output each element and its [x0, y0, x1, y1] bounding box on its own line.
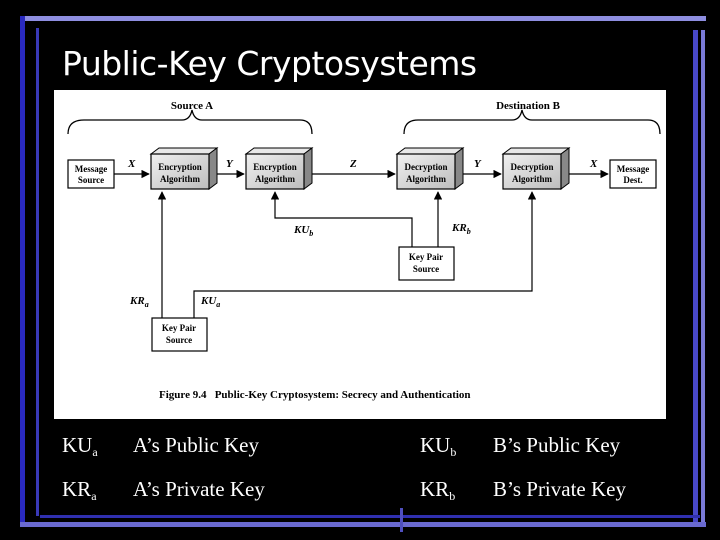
svg-text:Source: Source	[166, 335, 192, 345]
figure-caption: Figure 9.4 Public-Key Cryptosystem: Secr…	[159, 389, 471, 401]
destination-label: Destination B	[496, 100, 561, 112]
decryption-algorithm-box-1: Decryption Algorithm	[395, 147, 465, 190]
legend-key-kub: KUb	[420, 433, 457, 459]
frame-bar-bottom-divider	[400, 508, 403, 532]
legend-key-kua: KUa	[62, 433, 98, 459]
message-dest-box: Message Dest.	[609, 159, 657, 189]
legend-desc-kub: B’s Public Key	[493, 433, 621, 457]
frame-bar-bottom	[20, 522, 706, 527]
svg-text:Algorithm: Algorithm	[512, 174, 552, 184]
var-x2: X	[589, 158, 598, 170]
frame-bar-right-outer	[701, 30, 705, 526]
svg-text:Encryption: Encryption	[158, 162, 202, 172]
var-y2: Y	[474, 158, 482, 170]
key-pair-source-b-box: Key Pair Source	[398, 246, 455, 281]
encryption-algorithm-box-1: Encryption Algorithm	[149, 147, 219, 190]
destination-brace	[403, 109, 661, 135]
var-x1: X	[127, 158, 136, 170]
svg-text:Decryption: Decryption	[511, 162, 554, 172]
svg-text:Encryption: Encryption	[253, 162, 297, 172]
frame-bar-right	[693, 30, 698, 526]
legend-desc-kra: A’s Private Key	[133, 477, 265, 501]
frame-bar-top	[20, 16, 706, 21]
svg-text:Message: Message	[75, 164, 108, 174]
svg-text:Source: Source	[413, 264, 439, 274]
encryption-algorithm-box-2: Encryption Algorithm	[244, 147, 314, 190]
svg-text:Algorithm: Algorithm	[406, 174, 446, 184]
legend-key-krb: KRb	[420, 477, 456, 503]
arrow-kub	[270, 191, 413, 247]
decryption-algorithm-box-2: Decryption Algorithm	[501, 147, 571, 190]
key-pair-source-a-box: Key Pair Source	[151, 317, 208, 352]
svg-text:Key Pair: Key Pair	[409, 252, 443, 262]
svg-text:Algorithm: Algorithm	[160, 174, 200, 184]
message-source-box: Message Source	[67, 159, 115, 189]
var-krb: KRb	[451, 222, 471, 236]
var-kub: KUb	[293, 224, 313, 238]
svg-text:Source: Source	[78, 175, 104, 185]
frame-bar-left	[20, 16, 25, 526]
source-brace	[67, 109, 313, 135]
svg-text:Dest.: Dest.	[623, 175, 642, 185]
arrow-kua	[193, 191, 537, 318]
var-kua: KUa	[200, 295, 220, 309]
svg-text:Message: Message	[617, 164, 650, 174]
svg-text:Key Pair: Key Pair	[162, 323, 196, 333]
frame-bar-bottom-inner	[40, 515, 700, 518]
var-z: Z	[349, 158, 357, 170]
crypto-diagram: Source A Destination B Message Source En…	[67, 100, 661, 401]
legend-desc-kua: A’s Public Key	[133, 433, 259, 457]
frame-bar-mid-left	[36, 28, 39, 516]
slide-title: Public-Key Cryptosystems	[62, 44, 477, 83]
figure-panel: Source A Destination B Message Source En…	[54, 90, 666, 419]
var-y1: Y	[226, 158, 234, 170]
svg-text:Decryption: Decryption	[405, 162, 448, 172]
svg-text:Algorithm: Algorithm	[255, 174, 295, 184]
var-kra: KRa	[129, 295, 149, 309]
legend-key-kra: KRa	[62, 477, 97, 503]
source-label: Source A	[171, 100, 213, 112]
legend-desc-krb: B’s Private Key	[493, 477, 626, 501]
